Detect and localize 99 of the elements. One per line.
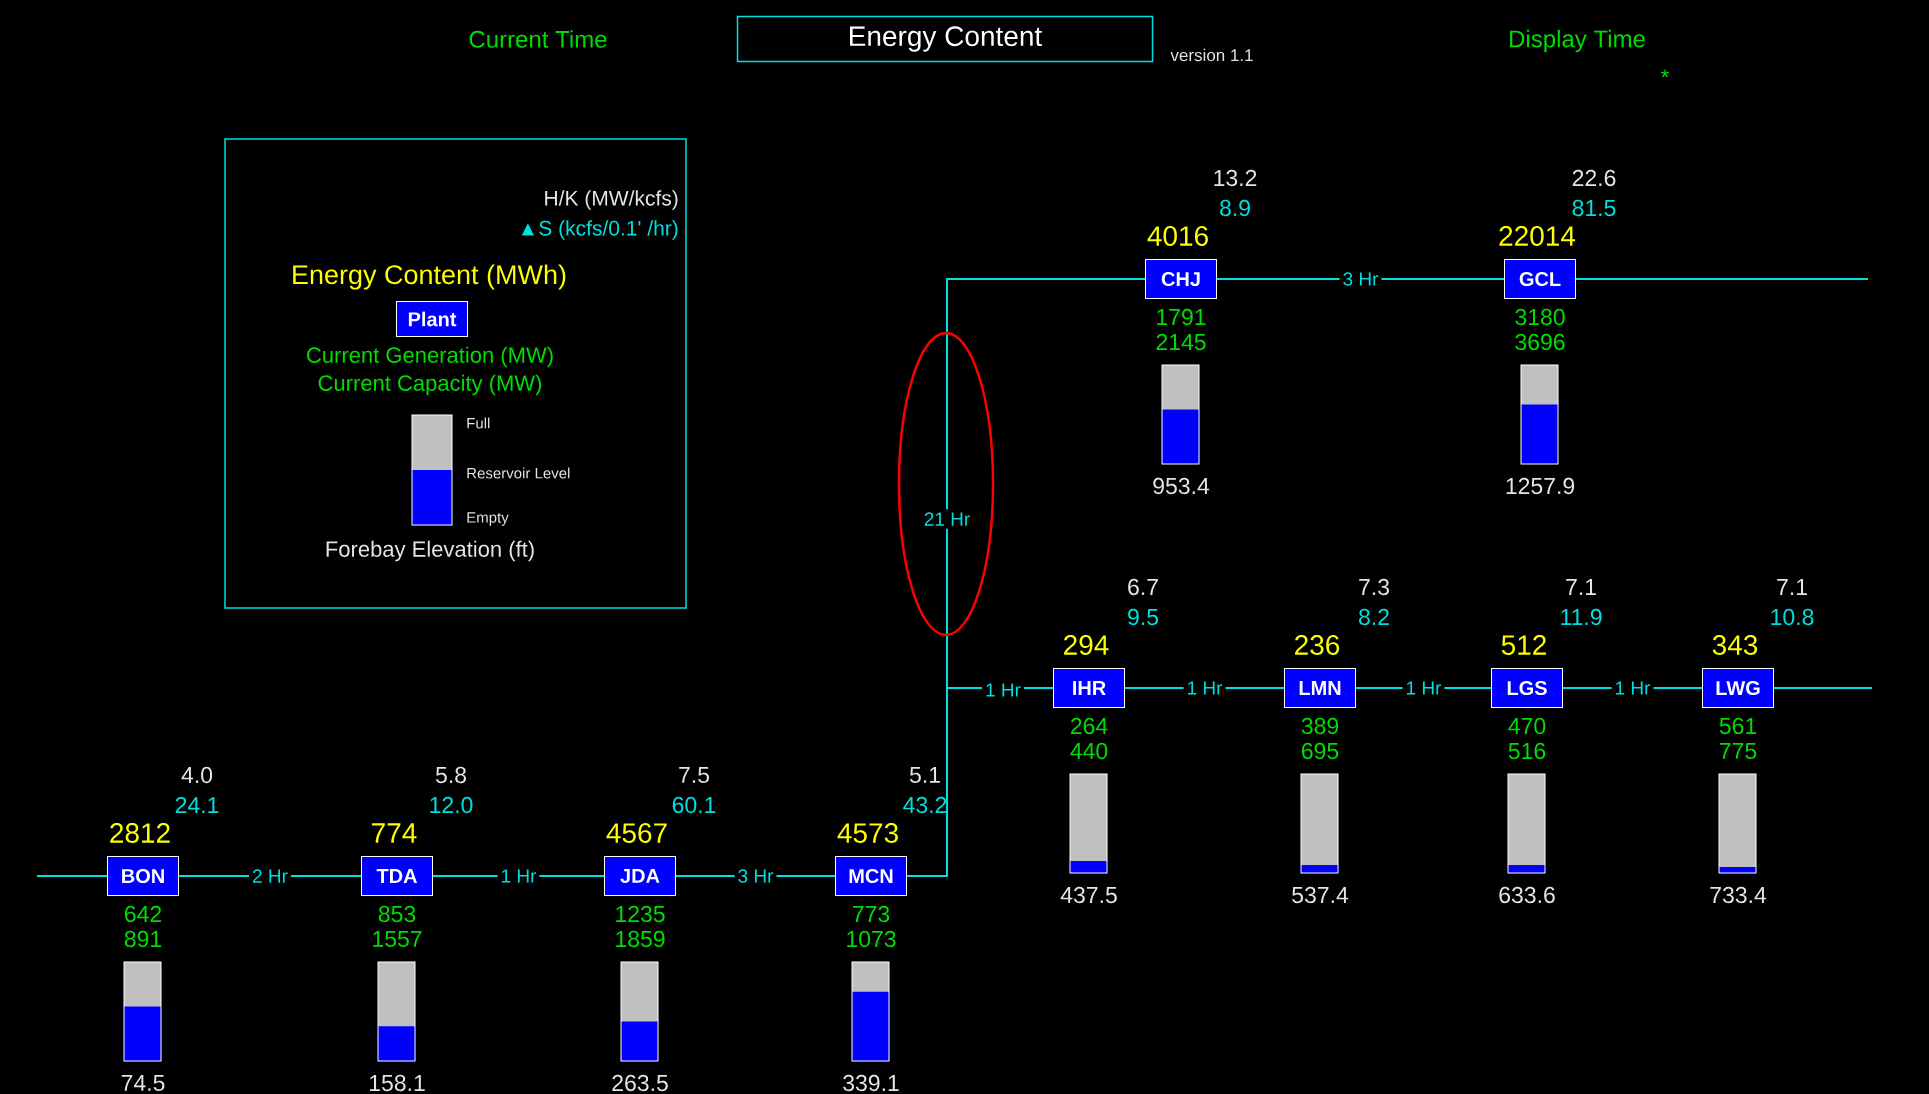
hk-value: 4.0 [181, 766, 213, 784]
legend-text: Current Generation (MW) [307, 346, 553, 368]
hk-value: 5.1 [909, 766, 940, 783]
unit-label: H/K (MW/kcfs) [545, 190, 678, 210]
storage-value: 8.2 [1359, 608, 1389, 626]
river-line [906, 278, 1146, 877]
gauge-label: Empty [467, 512, 509, 526]
edge-label: 3 Hr [734, 866, 777, 886]
storage-value: 12.0 [430, 796, 473, 814]
generation-value: 1791 [1157, 308, 1206, 326]
hk-value: 13.2 [1214, 169, 1257, 187]
gauge-label: Reservoir Level [467, 467, 570, 479]
capacity-value: 1073 [847, 930, 896, 948]
elevation-value: 1257.9 [1506, 477, 1575, 495]
title-box: Energy Content [736, 15, 1154, 63]
elevation-value: 633.6 [1499, 886, 1555, 904]
hk-value: 7.5 [679, 766, 710, 783]
elevation-value: 733.4 [1710, 886, 1767, 904]
gauge-label: Full [467, 417, 490, 429]
capacity-value: 440 [1070, 742, 1108, 760]
capacity-value: 1557 [373, 930, 422, 947]
generation-value: 773 [853, 905, 890, 923]
edge-label: 21 Hr [920, 509, 974, 529]
hk-value: 7.1 [1566, 579, 1596, 595]
station-box: BON [107, 856, 179, 896]
river-line [1575, 278, 1869, 280]
hk-value: 22.6 [1572, 169, 1616, 187]
edge-label: 1 Hr [982, 680, 1024, 700]
station-box: LGS [1491, 668, 1563, 708]
elevation-value: 537.4 [1292, 886, 1349, 904]
generation-value: 853 [378, 905, 416, 923]
elevation-value: 263.5 [612, 1074, 668, 1092]
generation-value: 470 [1508, 717, 1546, 735]
station-box: GCL [1504, 259, 1576, 299]
edge-label: 2 Hr [249, 866, 291, 886]
unit-label: ▲S (kcfs/0.1' /hr) [521, 220, 678, 240]
storage-value: 8.9 [1220, 199, 1250, 217]
plant-box: Plant [396, 301, 468, 337]
generation-value: 561 [1719, 717, 1757, 735]
edge-label: 1 Hr [497, 866, 540, 886]
generation-value: 389 [1301, 717, 1339, 735]
legend-heading: Energy Content (MWh) [293, 264, 566, 290]
header-label: Current Time [469, 30, 607, 48]
capacity-value: 3696 [1515, 333, 1565, 351]
station-box: IHR [1053, 668, 1125, 708]
storage-value: 10.8 [1771, 608, 1814, 626]
elevation-value: 74.5 [121, 1074, 165, 1091]
station-box: TDA [361, 856, 433, 896]
generation-value: 3180 [1515, 308, 1565, 326]
legend-text: Forebay Elevation (ft) [326, 540, 534, 562]
elevation-value: 339.1 [843, 1074, 899, 1092]
river-line [1773, 687, 1873, 689]
storage-value: 11.9 [1561, 608, 1602, 626]
elevation-value: 437.5 [1060, 886, 1117, 904]
header-label: Display Time [1510, 29, 1645, 53]
hk-value: 7.3 [1359, 578, 1389, 596]
edge-label: 1 Hr [1402, 678, 1445, 698]
capacity-value: 891 [124, 930, 162, 948]
capacity-value: 1859 [616, 930, 665, 948]
station-box: MCN [835, 856, 907, 896]
station-box: JDA [604, 856, 676, 896]
energy-value: 22014 [1499, 226, 1576, 246]
hk-value: 5.8 [435, 766, 466, 784]
edge-label: 3 Hr [1339, 269, 1382, 289]
hk-value: 6.7 [1128, 578, 1158, 596]
energy-value: 2812 [110, 823, 170, 843]
generation-value: 264 [1071, 717, 1108, 735]
legend-panel [224, 138, 687, 609]
capacity-value: 516 [1508, 742, 1546, 760]
status-mark: * [1661, 69, 1669, 78]
energy-value: 4573 [837, 823, 898, 843]
capacity-value: 775 [1720, 742, 1757, 759]
edge-label: 1 Hr [1611, 678, 1654, 698]
capacity-value: 2145 [1156, 333, 1206, 351]
energy-value: 4016 [1147, 226, 1208, 246]
capacity-value: 695 [1302, 742, 1339, 760]
hk-value: 7.1 [1777, 579, 1807, 595]
energy-value: 236 [1295, 635, 1340, 655]
energy-value: 774 [372, 823, 417, 843]
energy-value: 343 [1712, 635, 1758, 655]
edge-label: 1 Hr [1183, 678, 1226, 698]
storage-value: 24.1 [175, 796, 219, 814]
storage-value: 9.5 [1128, 608, 1159, 626]
station-box: LMN [1284, 668, 1356, 708]
river-line [36, 875, 108, 877]
elevation-value: 158.1 [370, 1074, 425, 1092]
elevation-value: 953.4 [1153, 477, 1210, 495]
energy-value: 294 [1064, 635, 1109, 655]
energy-value: 512 [1501, 635, 1546, 655]
storage-value: 43.2 [903, 796, 947, 814]
storage-value: 81.5 [1572, 199, 1616, 217]
generation-value: 642 [125, 905, 162, 923]
storage-value: 60.1 [672, 796, 716, 814]
station-box: LWG [1702, 668, 1774, 708]
generation-value: 1235 [616, 905, 665, 923]
legend-text: Current Capacity (MW) [318, 374, 542, 396]
version-label: version 1.1 [1170, 48, 1253, 62]
energy-value: 4567 [606, 823, 667, 843]
station-box: CHJ [1145, 259, 1217, 299]
